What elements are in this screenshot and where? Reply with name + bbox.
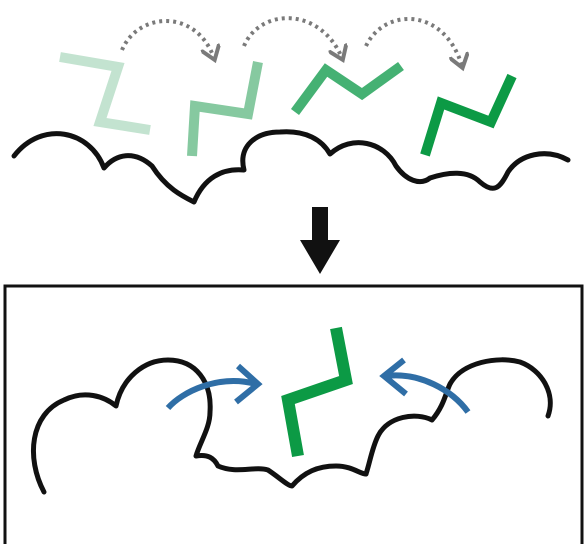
bottom-cloud-outline-left bbox=[30, 357, 369, 495]
dotted-curved-arrow-icon bbox=[242, 16, 342, 58]
curved-arrow-left-icon bbox=[165, 378, 257, 411]
curved-arrow-left-head bbox=[234, 363, 263, 405]
dotted-curved-arrow-icon bbox=[364, 16, 462, 66]
zigzag-stage-4-icon bbox=[420, 73, 517, 157]
top-cloud-outline bbox=[11, 129, 571, 205]
curved-arrow-right-head bbox=[379, 357, 408, 397]
zigzag-stage-1-icon bbox=[59, 52, 151, 135]
inward-arrows bbox=[165, 357, 471, 414]
bottom-panel-frame bbox=[3, 284, 584, 544]
zigzag-stage-3-icon bbox=[290, 61, 404, 115]
top-panel bbox=[11, 16, 571, 205]
step-arrows bbox=[120, 16, 462, 66]
zigzag-stage-2-icon bbox=[187, 61, 263, 157]
bottom-panel bbox=[3, 284, 584, 544]
captured-zigzag-icon bbox=[281, 326, 353, 458]
curved-arrow-right-icon bbox=[385, 372, 471, 414]
zigzag-sequence bbox=[59, 52, 517, 157]
bottom-cloud-outline-right bbox=[363, 357, 553, 477]
dotted-curved-arrow-icon bbox=[120, 19, 214, 58]
transition-arrow bbox=[300, 207, 340, 274]
arrow-down-icon bbox=[300, 207, 340, 274]
